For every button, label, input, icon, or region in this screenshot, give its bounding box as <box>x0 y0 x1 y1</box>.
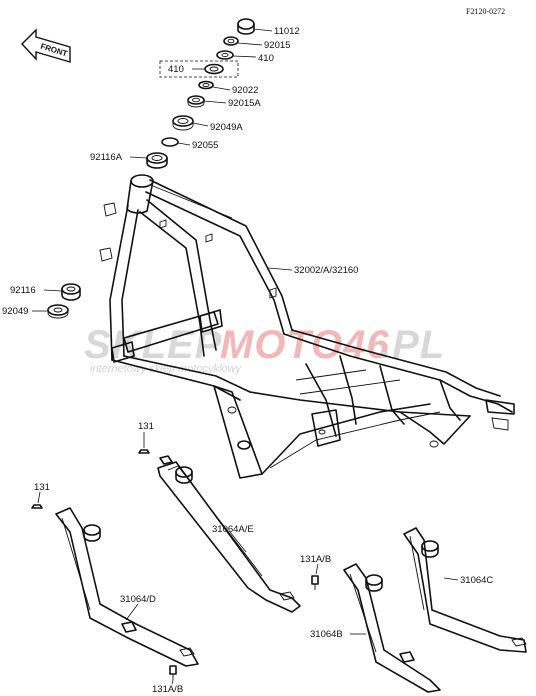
label-92015: 92015 <box>264 40 290 51</box>
label-31064C: 31064C <box>460 575 493 586</box>
label-131-upper: 131 <box>138 421 154 432</box>
frame-leader <box>267 267 293 271</box>
label-92022: 92022 <box>232 85 258 96</box>
front-arrow-icon: FRONT <box>21 28 71 63</box>
seal-92049 <box>47 304 69 319</box>
engine-mount-31064AE <box>157 455 301 613</box>
bolt-131-upper-icon <box>138 432 150 454</box>
watermark-suffix: .PL <box>380 323 445 367</box>
stem-leaders <box>129 28 273 159</box>
diagram-code: F2120-0272 <box>466 7 505 16</box>
label-31064AE: 31064A/E <box>212 524 254 535</box>
engine-mount-31064D <box>55 507 199 667</box>
main-frame <box>99 174 515 479</box>
label-31064B: 31064B <box>310 629 343 640</box>
engine-mount-31064B <box>343 563 441 693</box>
label-32002: 32002/A/32160 <box>294 265 358 276</box>
label-131-left: 131 <box>34 482 50 493</box>
label-92055: 92055 <box>192 140 218 151</box>
engine-mount-31064C <box>403 527 527 653</box>
part-labels: 11012 92015 410 410 92022 92015A 92049A … <box>2 26 493 695</box>
label-131AB-bottom: 131A/B <box>152 684 183 695</box>
label-92049A: 92049A <box>210 122 243 133</box>
label-92116A: 92116A <box>90 152 123 163</box>
label-410-boxed: 410 <box>168 64 184 75</box>
bolt-131AB-middle-icon <box>311 563 319 590</box>
label-11012: 11012 <box>274 26 300 37</box>
label-92015A: 92015A <box>228 98 261 109</box>
label-31064D: 31064/D <box>120 594 156 605</box>
watermark-tagline: internetowy sklep motocyklowy <box>90 363 243 375</box>
label-410: 410 <box>258 53 274 64</box>
label-131AB-middle: 131A/B <box>300 554 331 565</box>
label-92116: 92116 <box>10 285 36 296</box>
bolt-131-left-icon <box>31 491 43 509</box>
watermark-brand-red: MOTO46 <box>220 323 390 367</box>
bearing-92116 <box>61 283 81 301</box>
bolt-131AB-bottom-icon <box>169 665 177 685</box>
label-92049: 92049 <box>2 306 28 317</box>
